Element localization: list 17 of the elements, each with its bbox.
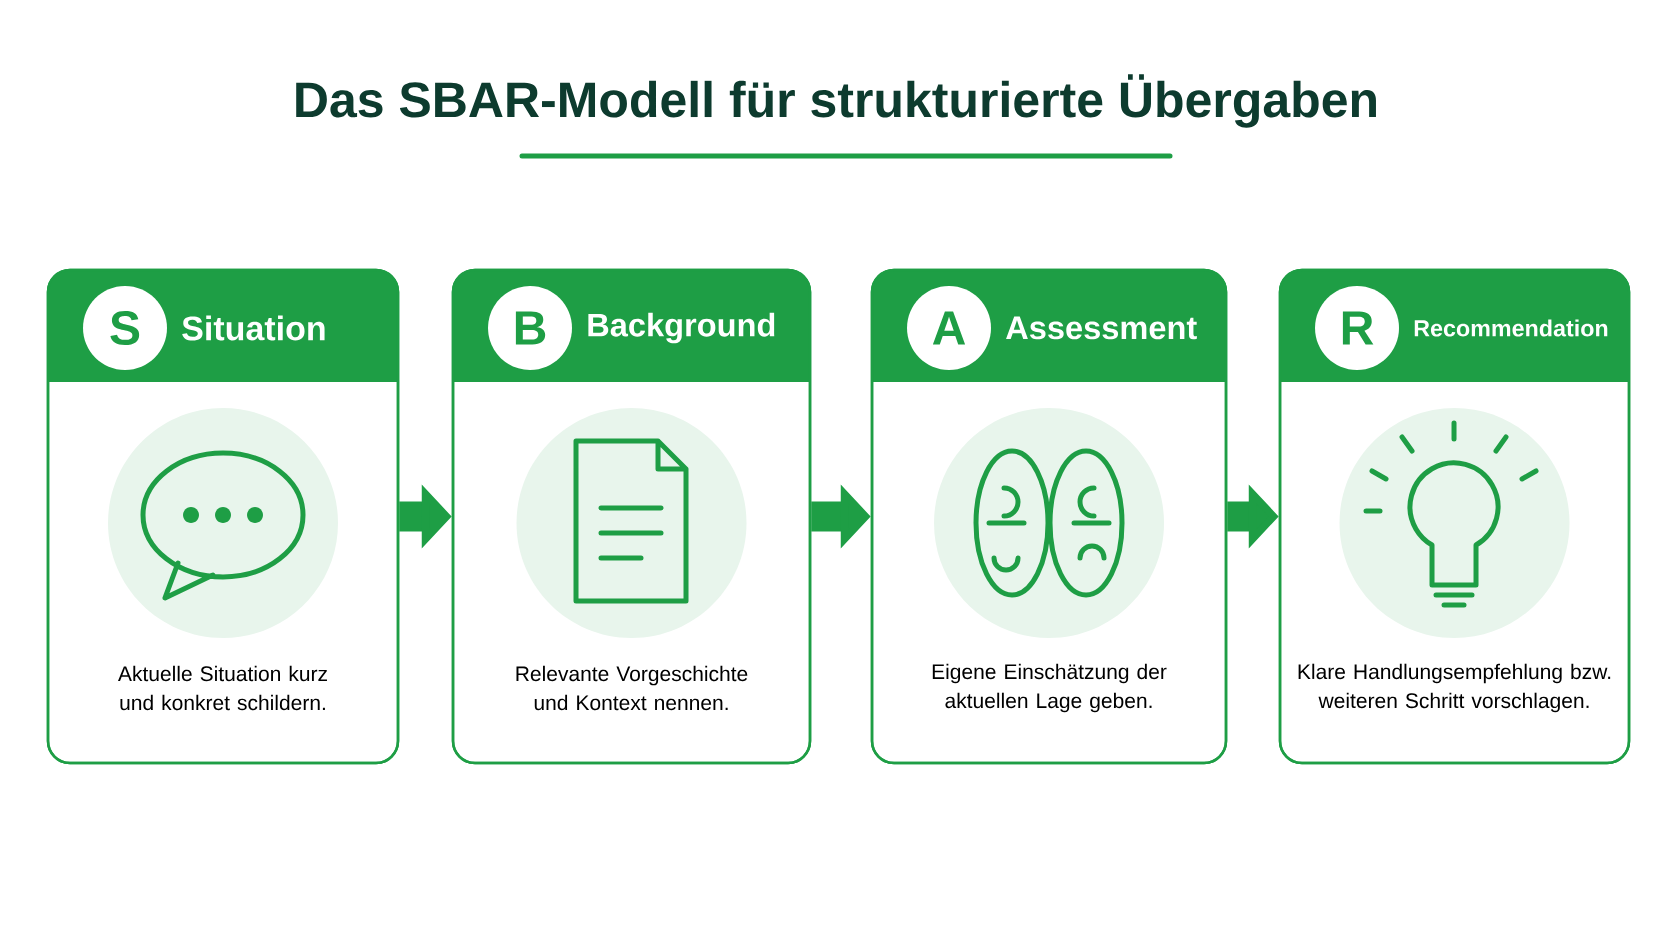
card-heading: Assessment [1006, 316, 1197, 340]
step-card [1278, 268, 1631, 765]
card-text: Aktuelle Situation kurz und konkret schildern. [118, 665, 327, 711]
step-card [870, 268, 1228, 765]
card-text: Relevante Vorgeschichte und Kontext nennen. [516, 665, 748, 711]
letter-badge: B [488, 286, 572, 370]
card-text: Eigene Einschätzung der aktuellen Lage geben. [932, 663, 1167, 713]
step-card [46, 268, 400, 765]
card-heading: Background [588, 312, 775, 344]
step-card [451, 268, 812, 765]
letter-badge: S [83, 286, 167, 370]
card-heading: Recommendation [1414, 319, 1608, 337]
title: Das SBAR-Modell für strukturierte Übergaben [296, 74, 1376, 128]
card-heading: Situation [182, 315, 325, 341]
letter-badge: R [1315, 286, 1399, 370]
letter-badge: A [907, 286, 991, 370]
card-text: Klare Handlungsempfehlung bzw. weiteren Schritt vorschlagen. [1298, 663, 1611, 713]
